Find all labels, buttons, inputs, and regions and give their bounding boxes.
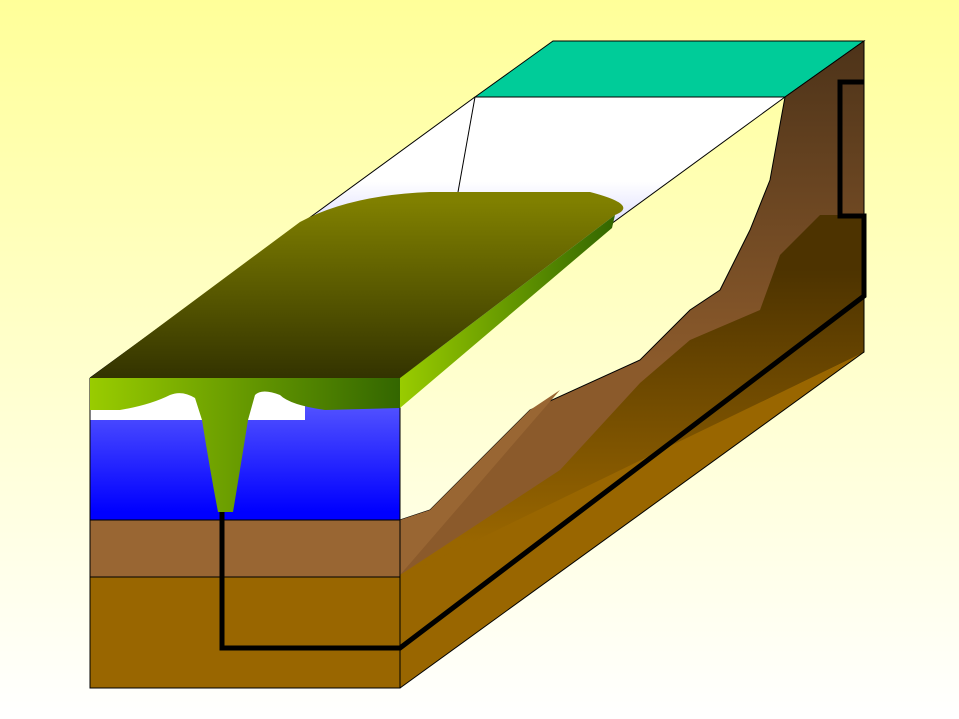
box-inner-edge [457,96,476,193]
box-bottom-diagonal [399,351,865,689]
ice-shelf-front-face [90,378,400,512]
ice-shelf-top [90,192,624,378]
borehole-pipe [219,79,867,651]
sediment-lower-layer [89,576,401,689]
sediment-side-upper [400,390,560,575]
ice-shelf-side-edge [400,215,615,408]
sediment-upper-layer [89,519,401,578]
bedrock-right-face [400,215,864,578]
